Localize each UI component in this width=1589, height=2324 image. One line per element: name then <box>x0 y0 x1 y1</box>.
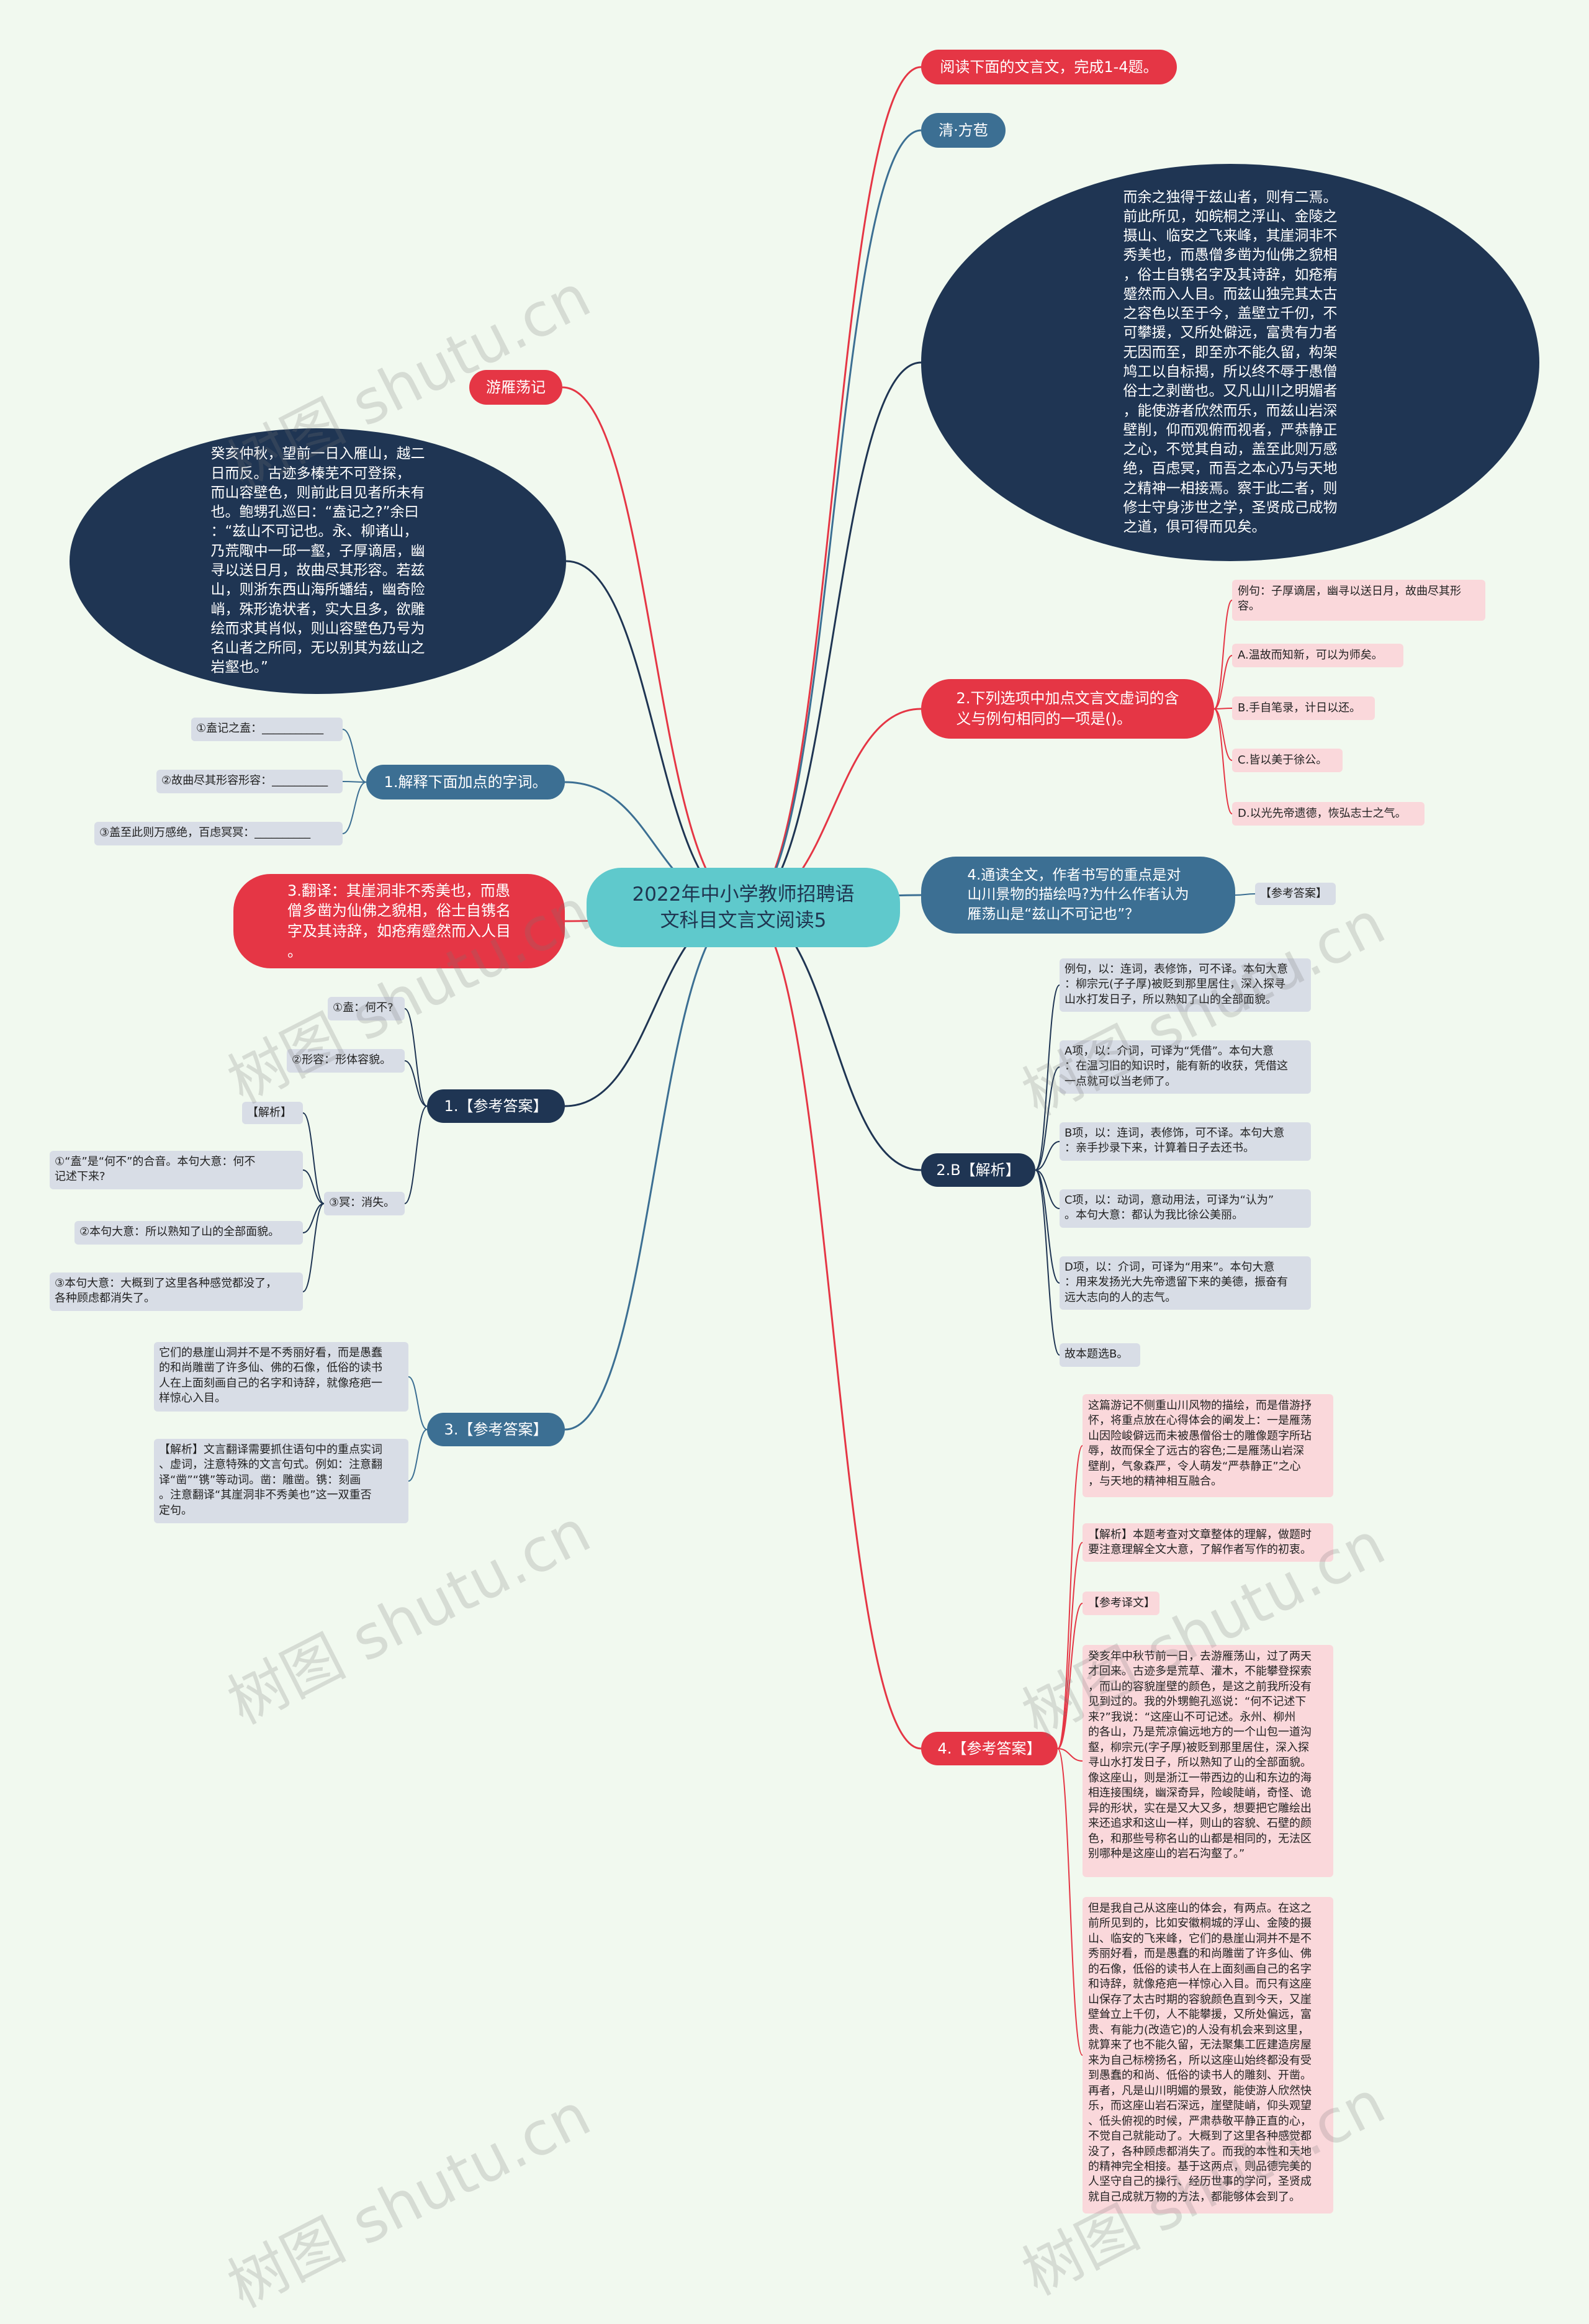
answer-1-analysis-1[interactable]: ①“盍”是“何不”的合音。本句大意：何不 记述下来? <box>50 1151 303 1189</box>
watermark: 树图 shutu.cn <box>217 2079 601 2322</box>
connector <box>342 781 367 783</box>
answer-2-item-c[interactable]: C项，以：动词，意动用法，可译为“认为” 。本句大意：都认为我比徐公美丽。 <box>1060 1189 1311 1228</box>
connector <box>1057 1445 1083 1749</box>
connector <box>302 1112 325 1204</box>
answer-4-translation-head[interactable]: 【参考译文】 <box>1083 1592 1159 1615</box>
question-1-item-2[interactable]: ②故曲尽其形容形容：__________ <box>156 770 343 793</box>
answer-1-item-3[interactable]: ③冥：消失。 <box>324 1192 405 1215</box>
option-d[interactable]: D.以光先帝遗德，恢弘志士之气。 <box>1232 802 1425 826</box>
answer-2-example[interactable]: 例句，以：连词，表修饰，可不译。本句大意 ：柳宗元(子子厚)被贬到那里居住，深入… <box>1060 958 1311 1012</box>
essay-title-node[interactable]: 游雁荡记 <box>469 370 562 405</box>
passage-right-text: 而余之独得于兹山者，则有二焉。 前此所见，如皖桐之浮山、金陵之 摄山、临安之飞来… <box>1123 189 1338 536</box>
answer-4-translation-part1[interactable]: 癸亥年中秋节前一日，去游雁荡山，过了两天 才回来。古迹多是荒草、灌木，不能攀登探… <box>1083 1645 1333 1877</box>
answer-2-node[interactable]: 2.B【解析】 <box>921 1153 1035 1187</box>
connector <box>302 1203 325 1233</box>
connector <box>1057 1542 1083 1749</box>
answer-3-analysis[interactable]: 【解析】文言翻译需要抓住语句中的重点实词 、虚词，注意特殊的文言句式。例如：注意… <box>154 1439 408 1523</box>
central-topic[interactable]: 2022年中小学教师招聘语 文科目文言文阅读5 <box>587 868 900 947</box>
connector <box>404 1106 428 1204</box>
connector <box>1057 1748 1083 2056</box>
connector <box>1213 600 1233 709</box>
answer-3-node[interactable]: 3.【参考答案】 <box>427 1413 565 1446</box>
answer-4-translation-part2[interactable]: 但是我自己从这座山的体会，有两点。在这之 前所见到的，比如安徽桐城的浮山、金陵的… <box>1083 1897 1333 2214</box>
connector <box>1035 1066 1060 1171</box>
connector <box>1213 708 1233 709</box>
author-node[interactable]: 清·方苞 <box>921 113 1006 148</box>
option-example[interactable]: 例句：子厚谪居，幽寻以送日月，故曲尽其形 容。 <box>1232 580 1485 621</box>
answer-1-analysis-2[interactable]: ②本句大意：所以熟知了山的全部面貌。 <box>74 1221 303 1245</box>
answer-4-node[interactable]: 4.【参考答案】 <box>921 1732 1058 1765</box>
answer-1-analysis-3[interactable]: ③本句大意：大概到了这里各种感觉都没了， 各种顾虑都消失了。 <box>50 1272 303 1311</box>
answer-2-item-d[interactable]: D项，以：介词，可译为“用来”。本句大意 ：用来发扬光大先帝遗留下来的美德，振奋… <box>1060 1256 1311 1310</box>
answer-3-translation[interactable]: 它们的悬崖山洞并不是不秀丽好看，而是愚蠢 的和尚雕凿了许多仙、佛的石像，低俗的读… <box>154 1342 408 1412</box>
question-4-node[interactable]: 4.通读全文，作者书写的重点是对 山川景物的描绘吗?为什么作者认为 雁荡山是“兹… <box>921 857 1235 934</box>
question-4-hint[interactable]: 【参考答案】 <box>1255 883 1336 905</box>
question-1-item-1[interactable]: ①盍记之盍：___________ <box>191 718 343 741</box>
answer-2-conclusion[interactable]: 故本题选B。 <box>1060 1343 1140 1367</box>
connector <box>404 1008 428 1107</box>
connector <box>1035 984 1060 1171</box>
connector <box>408 1429 428 1482</box>
passage-right-node[interactable]: 而余之独得于兹山者，则有二焉。 前此所见，如皖桐之浮山、金陵之 摄山、临安之飞来… <box>921 164 1539 561</box>
connector <box>1213 655 1233 709</box>
option-c[interactable]: C.皆以美于徐公。 <box>1232 749 1343 772</box>
option-b[interactable]: B.手自笔录，计日以还。 <box>1232 696 1375 720</box>
connector <box>744 906 922 1750</box>
question-1-node[interactable]: 1.解释下面加点的字词。 <box>366 765 565 799</box>
connector <box>342 729 367 783</box>
answer-4-main[interactable]: 这篇游记不侧重山川风物的描绘，而是借游抒 怀，将重点放在心得体会的阐发上：一是雁… <box>1083 1394 1333 1497</box>
passage-left-node[interactable]: 癸亥仲秋，望前一日入雁山，越二 日而反。古迹多榛芜不可登探， 而山容壁色，则前此… <box>70 428 566 694</box>
connector <box>1213 708 1233 761</box>
connector <box>1035 1169 1060 1284</box>
option-a[interactable]: A.温故而知新，可以为师矣。 <box>1232 644 1403 667</box>
connector <box>744 66 922 909</box>
answer-1-item-1[interactable]: ①盍：何不? <box>328 997 405 1020</box>
connector <box>408 1376 428 1430</box>
intro-node[interactable]: 阅读下面的文言文，完成1-4题。 <box>921 50 1177 84</box>
passage-left-text: 癸亥仲秋，望前一日入雁山，越二 日而反。古迹多榛芜不可登探， 而山容壁色，则前此… <box>210 446 425 676</box>
question-1-item-3[interactable]: ③盖至此则万感绝，百虑冥冥：__________ <box>94 822 343 845</box>
connector <box>1235 893 1256 896</box>
answer-4-analysis[interactable]: 【解析】本题考查对文章整体的理解，做题时 要注意理解全文大意，了解作者写作的初衷… <box>1083 1523 1333 1562</box>
question-2-node[interactable]: 2.下列选项中加点文言文虚词的含 义与例句相同的一项是()。 <box>921 679 1214 739</box>
connector <box>1035 1169 1060 1356</box>
connector <box>1035 1141 1060 1171</box>
connector <box>404 1060 428 1107</box>
connector <box>1057 1748 1083 1762</box>
answer-1-analysis-head[interactable]: 【解析】 <box>242 1102 303 1124</box>
connector <box>744 129 922 909</box>
answer-2-item-a[interactable]: A项，以：介词，可译为“凭借”。本句大意 ：在温习旧的知识时，能有新的收获，凭借… <box>1060 1040 1311 1094</box>
answer-1-node[interactable]: 1.【参考答案】 <box>427 1089 565 1123</box>
answer-2-item-b[interactable]: B项，以：连词，表修饰，可不译。本句大意 ：亲手抄录下来，计算着日子去还书。 <box>1060 1122 1311 1161</box>
question-3-node[interactable]: 3.翻译：其崖洞非不秀美也，而愚 僧多凿为仙佛之貌相，俗士自镌名 字及其诗辞，如… <box>233 874 565 968</box>
connector <box>342 781 367 834</box>
connector <box>1057 1603 1083 1749</box>
connector <box>302 1203 325 1292</box>
connector <box>302 1169 325 1204</box>
connector <box>1213 708 1233 814</box>
answer-1-item-2[interactable]: ②形容：形体容貌。 <box>287 1049 405 1073</box>
connector <box>1035 1169 1060 1209</box>
